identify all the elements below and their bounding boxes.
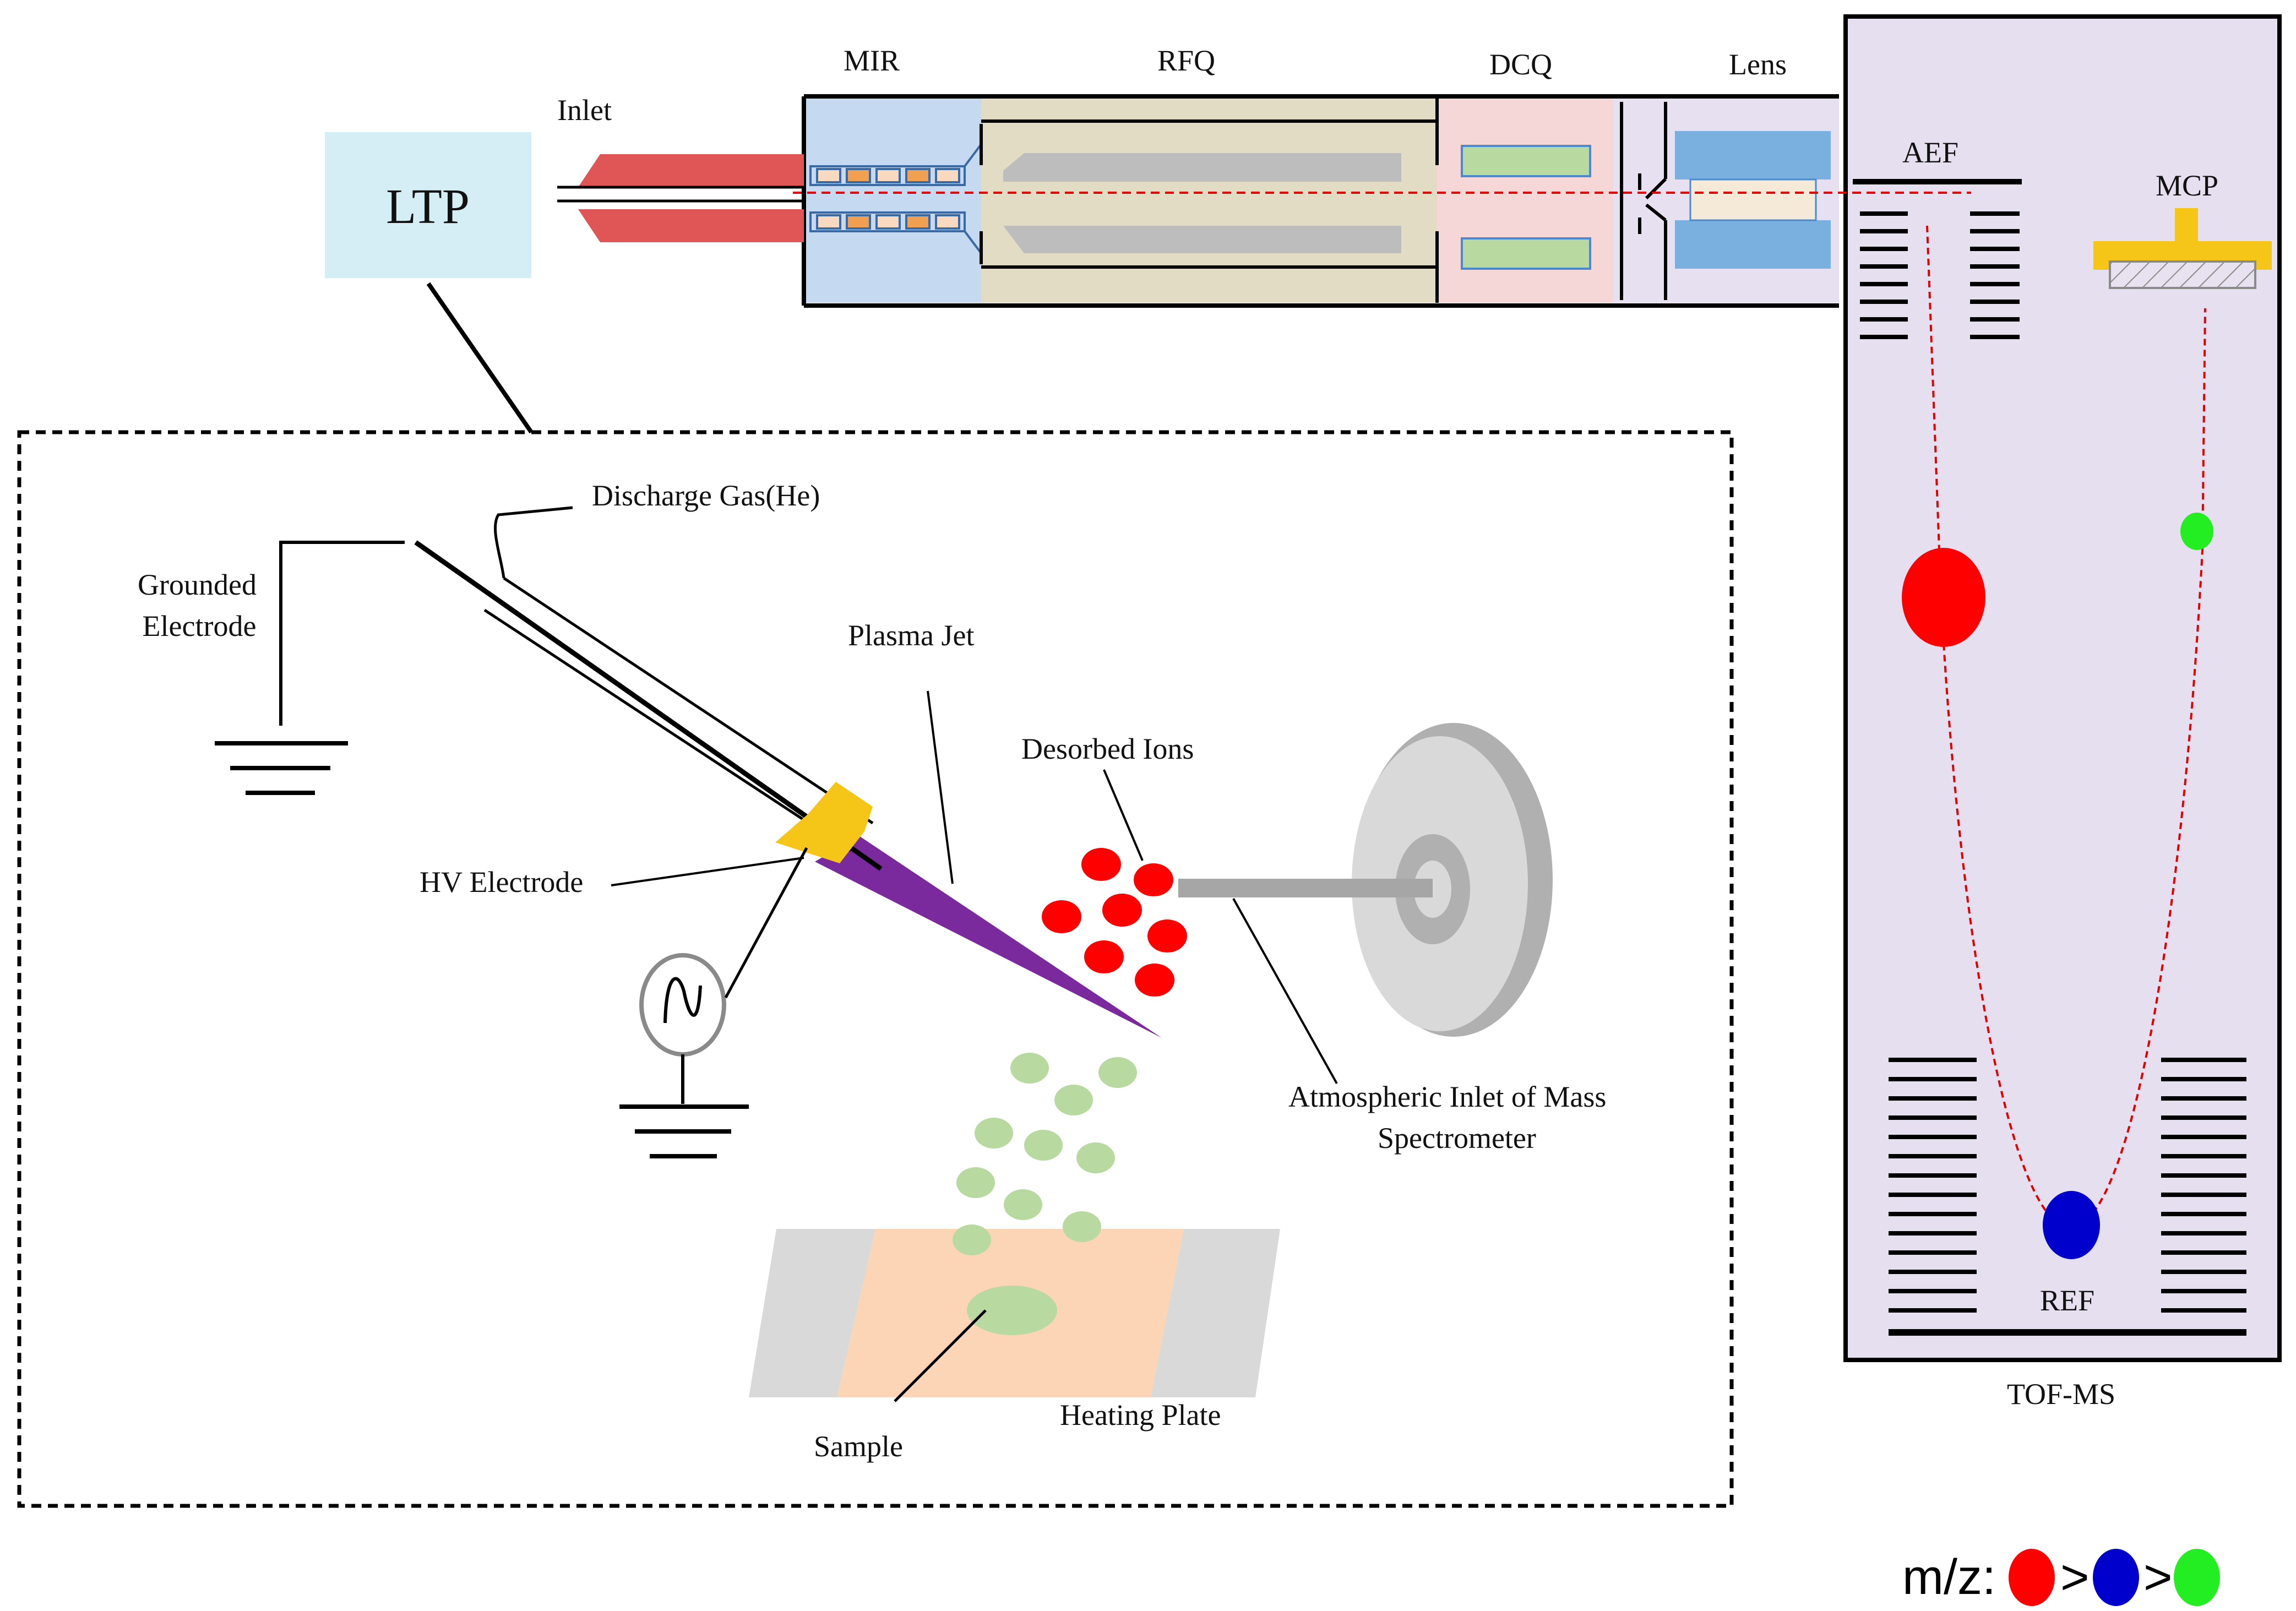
rfq-label: RFQ <box>1157 44 1215 77</box>
ltp-source: LTP <box>325 132 534 434</box>
dcq-rod-top <box>1461 145 1591 177</box>
dcq-label: DCQ <box>1489 48 1552 81</box>
discharge-gas-label: Discharge Gas(He) <box>592 479 820 512</box>
neutral-particles <box>953 1053 1137 1255</box>
mz-legend-green <box>2174 1549 2220 1606</box>
sample-spot <box>967 1286 1057 1335</box>
detail-dashed-box <box>17 430 1734 1508</box>
desorbed-ions-label: Desorbed Ions <box>1021 732 1194 765</box>
grounded-electrode-label-2: Electrode <box>143 609 257 643</box>
ion-red-tof <box>1902 548 1985 647</box>
mz-legend-prefix: m/z: <box>1902 1550 1996 1605</box>
ac-power-source <box>619 847 808 1158</box>
ltp-label: LTP <box>386 179 470 234</box>
leader-lines <box>611 690 1338 1084</box>
reflectron-left-plates <box>1889 1058 1977 1313</box>
rfq-rod-top <box>1003 153 1401 182</box>
dcq-section <box>1437 96 1613 303</box>
heating-plate-label: Heating Plate <box>1060 1398 1221 1432</box>
mir-section <box>804 96 981 303</box>
plasma-jet <box>815 836 1162 1038</box>
ref-label: REF <box>2040 1284 2094 1317</box>
aef-label: AEF <box>1902 136 1958 169</box>
aef-right-plates <box>1970 211 2020 339</box>
inlet-cone-bottom <box>578 209 804 242</box>
ltp-box <box>325 132 531 278</box>
lens-electrode-top <box>1675 131 1831 179</box>
discharge-gas-inlet <box>494 506 573 579</box>
reflectron-right-plates <box>2161 1058 2246 1313</box>
mz-legend-gt-2: > <box>2143 1550 2173 1605</box>
probe-tubes <box>414 540 883 871</box>
dcq-rod-bottom <box>1461 237 1591 270</box>
mir-electrodes <box>809 143 982 254</box>
mz-legend-blue <box>2093 1549 2139 1606</box>
grounded-electrode-label-1: Grounded <box>138 568 257 601</box>
tof-ms-chamber: AEF MCP REF TOF-MS <box>1843 14 2282 1411</box>
lens-gap <box>1689 178 1817 221</box>
desorbed-ions <box>1042 848 1187 997</box>
lens-label: Lens <box>1729 48 1787 81</box>
rfq-section <box>981 96 1437 303</box>
tof-ms-label: TOF-MS <box>2007 1378 2115 1411</box>
ion-green-tof <box>2180 513 2213 550</box>
ion-optics-train: Inlet MIR RFQ DCQ Lens <box>557 44 1971 308</box>
atmospheric-inlet-label-1: Atmospheric Inlet of Mass <box>1288 1080 1606 1113</box>
mz-legend-red <box>2009 1549 2055 1606</box>
lens-electrode-bottom <box>1675 220 1831 269</box>
sample-leader <box>894 1309 987 1402</box>
mcp-detector <box>2093 208 2272 289</box>
ltp-connector <box>426 282 534 434</box>
hv-electrode-label: HV Electrode <box>420 866 583 899</box>
heating-plate-right <box>1151 1229 1280 1397</box>
inlet-cone-top <box>578 154 804 187</box>
grounded-electrode-circuit <box>215 541 405 795</box>
mz-legend: m/z: > > <box>1902 1549 2220 1606</box>
atmospheric-inlet-label-2: Spectrometer <box>1378 1122 1536 1155</box>
hv-electrode-sleeve <box>775 782 873 863</box>
rfq-rod-bottom <box>1003 226 1401 253</box>
ltp-detail-panel: Discharge Gas(He) Grounded Electrode Pla… <box>17 430 1734 1508</box>
inlet-label: Inlet <box>557 94 612 127</box>
ion-blue-tof <box>2043 1191 2100 1259</box>
atmospheric-inlet-disc <box>1178 723 1553 1037</box>
mz-legend-gt-1: > <box>2060 1550 2090 1605</box>
plasma-jet-label: Plasma Jet <box>848 619 974 652</box>
heating-plate-left <box>749 1229 875 1397</box>
mir-label: MIR <box>844 44 900 77</box>
gate-electrodes <box>1620 102 1667 300</box>
mcp-label: MCP <box>2156 169 2218 202</box>
sample-label: Sample <box>814 1430 903 1463</box>
aef-left-plates <box>1860 211 1908 339</box>
atmospheric-inlet-capillary <box>1178 879 1433 897</box>
